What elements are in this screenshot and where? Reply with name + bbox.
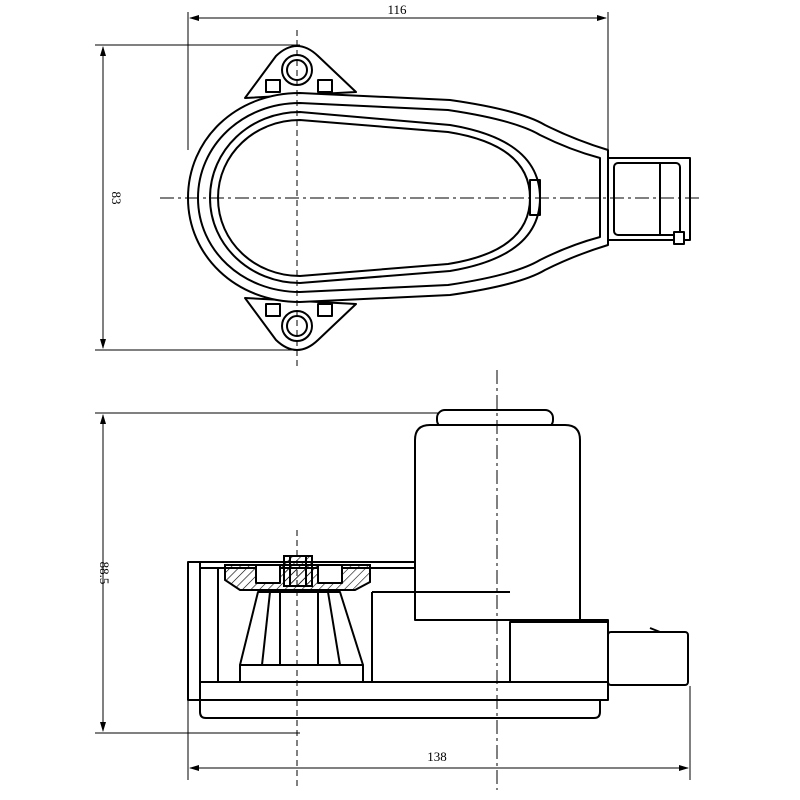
gear-line xyxy=(261,591,271,666)
gear-base xyxy=(239,664,364,683)
bearing-left xyxy=(255,564,281,584)
bearing-right xyxy=(317,564,343,584)
top-view: 116 83 xyxy=(95,2,700,370)
cover-outer xyxy=(209,111,541,284)
gear-line xyxy=(327,591,341,666)
connector-body xyxy=(613,162,681,236)
dimension-label-116: 116 xyxy=(387,2,407,17)
output-shaft xyxy=(283,555,313,587)
dimension-label-138: 138 xyxy=(427,749,447,764)
connector-top xyxy=(607,157,691,241)
connector-latch xyxy=(673,231,685,245)
connector-housing xyxy=(509,621,609,683)
housing-wall xyxy=(197,102,601,293)
flange-notch xyxy=(265,79,281,93)
flange-notch xyxy=(265,303,281,317)
connector-plug xyxy=(607,631,689,686)
dimension-label-83: 83 xyxy=(109,192,124,205)
dimension-label-88-5: 88.5 xyxy=(97,562,112,585)
flange-notch xyxy=(317,303,333,317)
side-view: 88.5 138 xyxy=(95,370,691,790)
cover-inner xyxy=(217,119,531,277)
connector-latch xyxy=(649,627,661,633)
bottom-plate xyxy=(199,699,601,719)
flange-notch xyxy=(317,79,333,93)
